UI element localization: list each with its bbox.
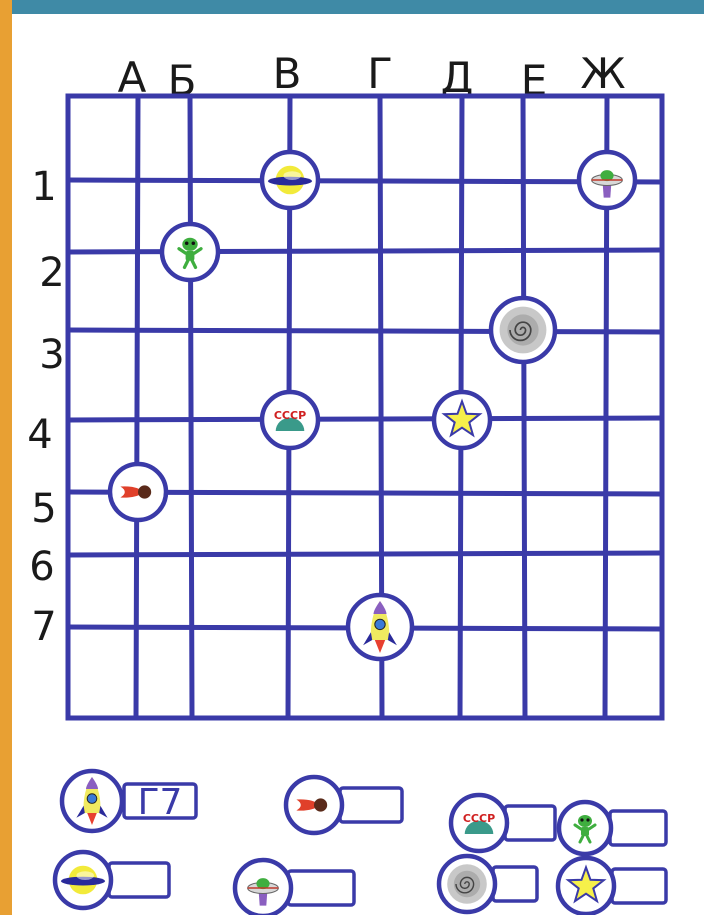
galaxy-icon	[447, 864, 487, 904]
cccp-label: СССР	[274, 409, 306, 422]
answer-box	[288, 871, 354, 905]
grid-column-line	[523, 96, 525, 718]
placed-token	[262, 152, 318, 208]
row-label-5: 5	[31, 486, 56, 532]
galaxy-icon	[500, 307, 547, 354]
grid-row-line	[68, 553, 662, 555]
placed-token	[348, 595, 412, 659]
grid-column-line	[136, 96, 138, 718]
cccp-satellite-icon: СССР	[274, 409, 306, 431]
answer-box	[109, 863, 169, 897]
column-label-zh: Ж	[580, 49, 625, 98]
placed-token	[110, 464, 166, 520]
row-label-4: 4	[27, 412, 52, 458]
answer-box	[493, 867, 537, 901]
placed-token	[162, 224, 218, 280]
row-label-3: 3	[39, 332, 64, 378]
column-label-v: В	[273, 49, 302, 98]
answer-box	[505, 806, 555, 840]
cccp-label: СССР	[463, 812, 495, 825]
placed-token: СССР	[262, 392, 318, 448]
answer-text: Г7	[138, 782, 183, 823]
row-label-1: 1	[31, 164, 56, 210]
grid-row-line	[68, 418, 662, 420]
column-label-g: Г	[367, 49, 393, 98]
placed-token	[434, 392, 490, 448]
answer-box	[610, 811, 666, 845]
answer-box	[340, 788, 402, 822]
row-label-6: 6	[29, 544, 54, 590]
placed-token	[491, 298, 555, 362]
grid-row-line	[68, 180, 662, 182]
placed-token	[579, 152, 635, 208]
answer-key	[559, 802, 666, 854]
cccp-satellite-icon: СССР	[463, 812, 495, 834]
row-label-7: 7	[31, 604, 56, 650]
orange-border-left	[0, 0, 12, 915]
row-label-2: 2	[39, 250, 64, 296]
answer-box	[612, 869, 666, 903]
grid-column-line	[190, 96, 192, 718]
grid-row-line	[68, 330, 662, 332]
grid-row-line	[68, 250, 662, 252]
